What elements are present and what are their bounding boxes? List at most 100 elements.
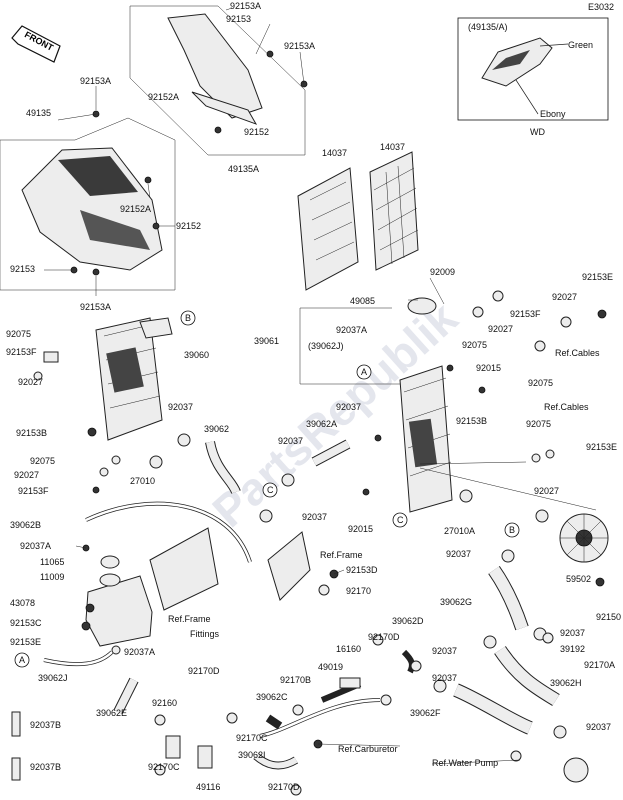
part-label: 92153A	[284, 41, 315, 51]
part-label: 92015	[348, 524, 373, 534]
part-label: 92037	[560, 628, 585, 638]
inset-color-ebony: Ebony	[540, 109, 566, 119]
part-label: 92037	[432, 646, 457, 656]
part-label: Ref.Frame	[320, 550, 363, 560]
part-label: 92153	[226, 14, 251, 24]
part-label: 92170D	[268, 782, 300, 792]
part-label: 92153E	[582, 272, 613, 282]
part-label: 92150	[596, 612, 621, 622]
part-label: 92170D	[368, 632, 400, 642]
part-label: 92027	[14, 470, 39, 480]
group-outline-49135A	[129, 5, 306, 156]
part-label: 39062B	[10, 520, 41, 530]
part-label: 92037	[586, 722, 611, 732]
inset-color-green: Green	[568, 40, 593, 50]
part-label: 92075	[526, 419, 551, 429]
part-label: 16160	[336, 644, 361, 654]
part-label: Ref.Carburetor	[338, 744, 398, 754]
part-label: 92153A	[80, 302, 111, 312]
part-label: 49135A	[228, 164, 259, 174]
part-label: 92009	[430, 267, 455, 277]
part-label: Ref.Water Pump	[432, 758, 498, 768]
part-label: 39062I	[238, 750, 266, 760]
diagram-code: E3032	[588, 2, 614, 12]
part-label: 92027	[18, 377, 43, 387]
part-label: 92153E	[10, 637, 41, 647]
radiator-cap	[407, 297, 437, 315]
callout-b-right: B	[509, 525, 515, 535]
part-labels: 92153A 92153 92153A 92152A 92152 49135A …	[6, 1, 621, 792]
part-label: Ref.Cables	[555, 348, 600, 358]
part-label: 27010	[130, 476, 155, 486]
part-label: 11065	[40, 557, 64, 567]
part-label: 14037	[380, 142, 405, 152]
part-label: 43078	[10, 598, 35, 608]
group-outline-49135	[0, 117, 176, 291]
inset-model: WD	[530, 127, 545, 137]
callout-a-mid: A	[361, 367, 367, 377]
part-label: 92152	[176, 221, 201, 231]
part-label: 49116	[196, 782, 220, 792]
part-label: 14037	[322, 148, 347, 158]
part-label: 92152	[244, 127, 269, 137]
part-label: 49019	[318, 662, 343, 672]
part-label: 92037	[278, 436, 303, 446]
part-label: 39062	[204, 424, 229, 434]
cooling-fan	[559, 513, 609, 563]
part-label: 11009	[40, 572, 64, 582]
part-label: 39062F	[410, 708, 441, 718]
part-label: 92153B	[16, 428, 47, 438]
part-label: 92075	[30, 456, 55, 466]
part-label: 92170C	[236, 733, 268, 743]
part-label: 92170A	[584, 660, 615, 670]
part-label: 27010A	[444, 526, 475, 536]
part-label: 92015	[476, 363, 501, 373]
part-label: 92153D	[346, 565, 378, 575]
hoses	[43, 439, 560, 770]
part-label: 92037	[168, 402, 193, 412]
part-label: 39062D	[392, 616, 424, 626]
part-label: Fittings	[190, 629, 220, 639]
leader-lines	[44, 7, 597, 765]
part-label: 92037B	[30, 762, 61, 772]
part-label: 92037A	[124, 647, 155, 657]
callout-c-mid: C	[267, 485, 274, 495]
part-label: 49085	[350, 296, 375, 306]
part-label: 39062G	[440, 597, 472, 607]
part-label: 92075	[6, 329, 31, 339]
right-radiator	[399, 297, 453, 513]
part-label: 92170B	[280, 675, 311, 685]
part-label: 39062H	[550, 678, 582, 688]
radiator-screens	[297, 151, 419, 291]
part-label: Ref.Frame	[168, 614, 211, 624]
small-fasteners	[11, 50, 607, 796]
part-label: 39062C	[256, 692, 288, 702]
part-label: 92037	[336, 402, 361, 412]
part-label: 39062A	[306, 419, 337, 429]
part-label: 39062J	[38, 673, 68, 683]
part-label: 92160	[152, 698, 177, 708]
part-label: 92037	[432, 673, 457, 683]
part-label: 92153C	[10, 618, 42, 628]
part-label: 92153A	[230, 1, 261, 11]
part-label: 92153A	[80, 76, 111, 86]
part-label: (39062J)	[308, 341, 344, 351]
part-label: 92153F	[510, 309, 541, 319]
callout-b-mid: C	[397, 515, 404, 525]
part-label: 39192	[560, 644, 585, 654]
part-label: 92153F	[6, 347, 37, 357]
part-label: 92037A	[336, 325, 367, 335]
left-radiator	[95, 317, 173, 441]
part-label: 39061	[254, 336, 279, 346]
part-label: 92170C	[148, 762, 180, 772]
callout-a-bottom: A	[19, 655, 25, 665]
part-label: 92027	[552, 292, 577, 302]
part-label: 92153F	[18, 486, 49, 496]
part-label: 39062E	[96, 708, 127, 718]
inset-ref: (49135/A)	[468, 22, 508, 32]
part-label: 92170D	[188, 666, 220, 676]
callout-markers: B A C C B A	[14, 310, 520, 668]
part-label: 92170	[346, 586, 371, 596]
part-label: 92037	[446, 549, 471, 559]
